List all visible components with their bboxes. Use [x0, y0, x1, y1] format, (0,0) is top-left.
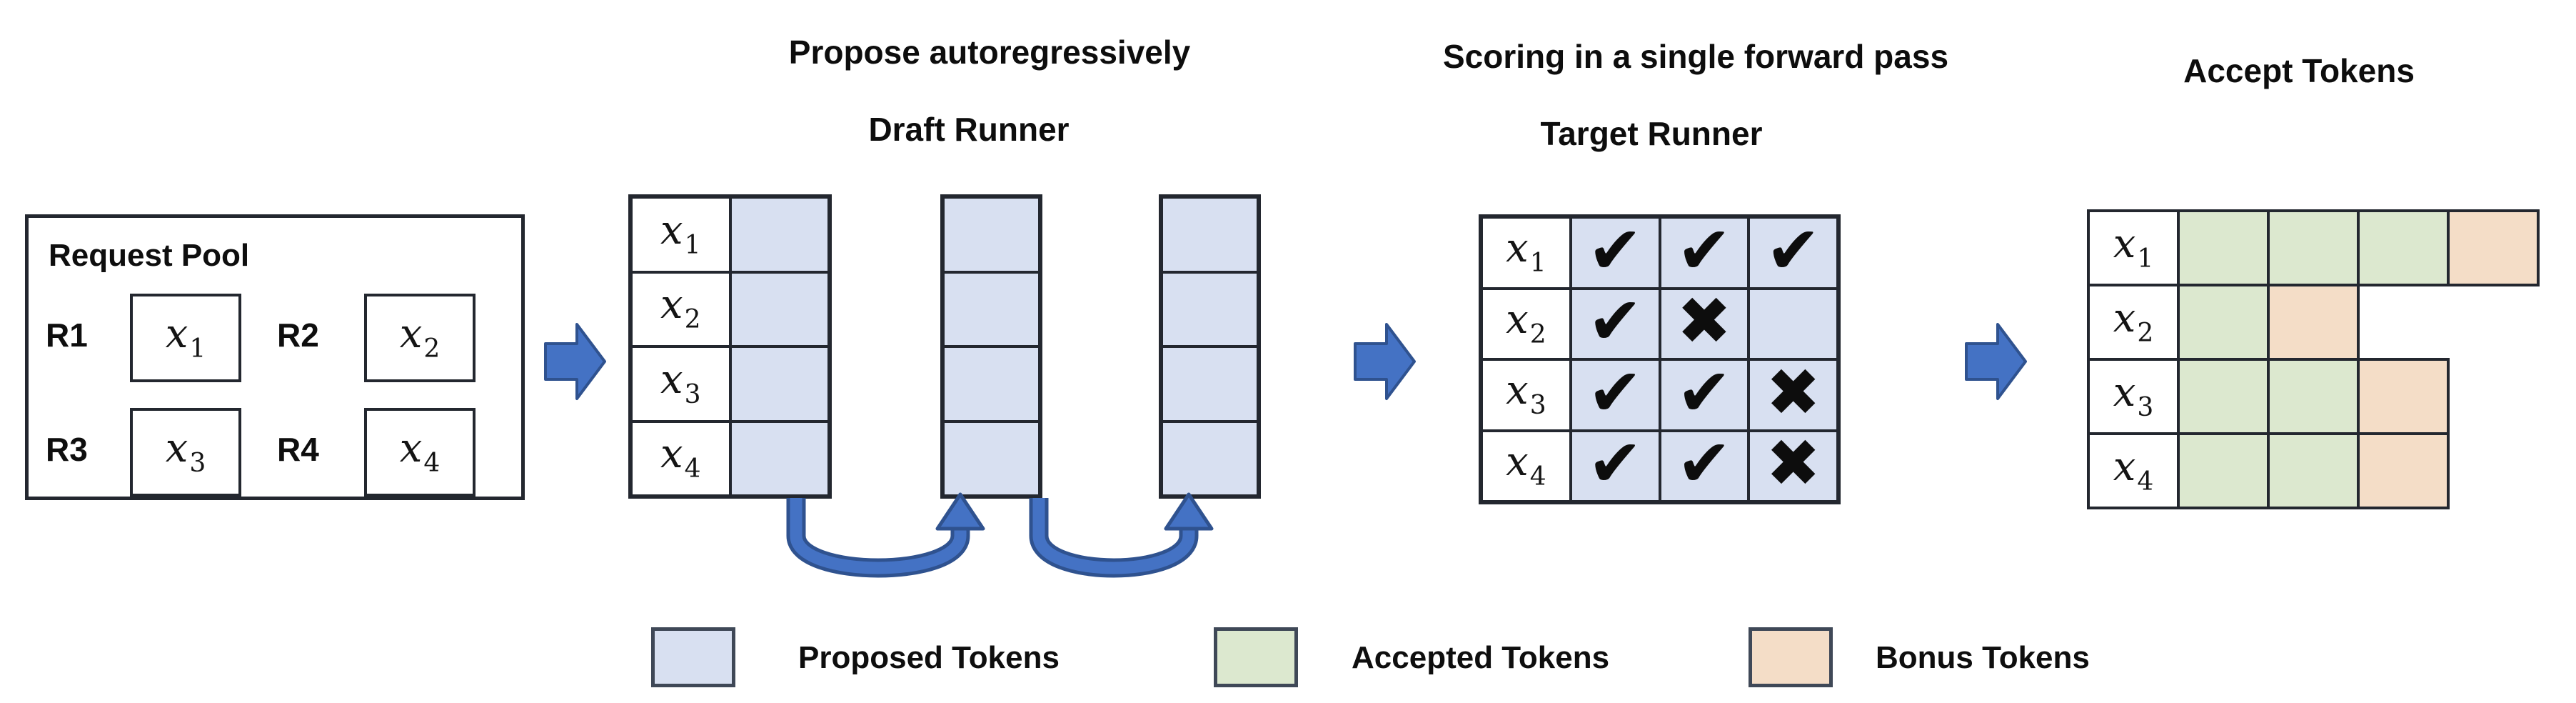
target-mark-r3c1: ✔: [1570, 359, 1660, 431]
request-token-box-r4: x4: [364, 408, 476, 497]
draft-row-label-x4: x4: [631, 421, 730, 496]
accept-row-label-x2: x2: [2087, 284, 2180, 361]
flow-arrow-draft-to-target: [1354, 323, 1416, 400]
legend-swatch-bonus-tokens: [1749, 627, 1833, 687]
draft-proposed-cell-r4c2: [943, 421, 1040, 496]
request-token-box-r3: x3: [130, 408, 241, 497]
accept-cell-r4c2: [2267, 432, 2360, 509]
target-row-label-x3: x3: [1481, 359, 1571, 431]
request-pool-box: Request Pool R1 x1 R2 x2 R3 x3 R4 x4: [25, 214, 525, 500]
draft-proposed-column-2: [940, 194, 1042, 499]
target-row-label-x2: x2: [1481, 288, 1571, 359]
legend-label-bonus-tokens: Bonus Tokens: [1876, 640, 2090, 675]
target-mark-r4c3: ✖: [1749, 430, 1838, 502]
target-mark-r4c1: ✔: [1570, 430, 1660, 502]
accept-cell-r1c4: [2447, 209, 2540, 286]
draft-row-label-x2: x2: [631, 271, 730, 346]
draft-row-label-x3: x3: [631, 346, 730, 422]
title-draft-runner: Draft Runner: [868, 111, 1070, 148]
accept-cell-r2c1: [2177, 284, 2270, 361]
draft-proposed-cell-r1c1: [730, 197, 829, 272]
title-propose-autoregressively: Propose autoregressively: [788, 34, 1191, 71]
target-mark-r3c3: ✖: [1749, 359, 1838, 431]
request-token-box-r2: x2: [364, 294, 476, 382]
accept-cell-r3c2: [2267, 358, 2360, 435]
loop-arrow-2: [1029, 492, 1214, 578]
target-mark-r2c3: [1749, 288, 1838, 359]
request-token-box-r1: x1: [130, 294, 241, 382]
accept-cell-r4c3: [2357, 432, 2450, 509]
accept-cell-r3c3: [2357, 358, 2450, 435]
accept-row-label-x3: x3: [2087, 358, 2180, 435]
accept-cell-r1c3: [2357, 209, 2450, 286]
loop-arrow-1: [786, 492, 985, 578]
accept-tokens-table: x1 x2 x3 x4: [2087, 209, 2544, 512]
target-mark-r1c1: ✔: [1570, 217, 1660, 289]
accept-cell-r1c1: [2177, 209, 2270, 286]
accept-cell-r1c2: [2267, 209, 2360, 286]
target-row-label-x4: x4: [1481, 430, 1571, 502]
autoregressive-loop-arrows: [786, 492, 1214, 578]
token-x2: x2: [399, 310, 441, 364]
accept-cell-r4c1: [2177, 432, 2270, 509]
target-mark-r2c2: ✖: [1659, 288, 1749, 359]
draft-proposed-cell-r4c3: [1162, 421, 1258, 496]
draft-proposed-cell-r3c3: [1162, 346, 1258, 422]
target-mark-r3c2: ✔: [1659, 359, 1749, 431]
target-runner-table: x1 ✔ ✔ ✔ x2 ✔ ✖ x3 ✔ ✔ ✖ x4 ✔ ✔ ✖: [1479, 214, 1841, 504]
draft-proposed-cell-r3c1: [730, 346, 829, 422]
title-accept-tokens: Accept Tokens: [2183, 52, 2415, 89]
draft-runner-table: x1 x2 x3 x4: [628, 194, 832, 499]
draft-proposed-cell-r4c1: [730, 421, 829, 496]
target-mark-r4c2: ✔: [1659, 430, 1749, 502]
request-pool-title: Request Pool: [49, 238, 250, 273]
flow-arrow-pool-to-draft: [544, 323, 606, 400]
accept-cell-r2c2: [2267, 284, 2360, 361]
legend-swatch-accepted-tokens: [1214, 627, 1298, 687]
draft-proposed-cell-r2c2: [943, 271, 1040, 346]
target-row-label-x1: x1: [1481, 217, 1571, 289]
request-label-r4: R4: [277, 431, 319, 468]
draft-proposed-cell-r2c3: [1162, 271, 1258, 346]
target-mark-r2c1: ✔: [1570, 288, 1660, 359]
draft-proposed-cell-r2c1: [730, 271, 829, 346]
token-x3: x3: [165, 424, 206, 478]
title-target-runner: Target Runner: [1540, 115, 1763, 152]
token-x1: x1: [165, 310, 206, 364]
target-mark-r1c2: ✔: [1659, 217, 1749, 289]
request-label-r2: R2: [277, 316, 319, 354]
legend-label-accepted-tokens: Accepted Tokens: [1352, 640, 1610, 675]
draft-proposed-cell-r1c2: [943, 197, 1040, 272]
accept-cell-r3c1: [2177, 358, 2270, 435]
title-scoring-forward-pass: Scoring in a single forward pass: [1442, 38, 1949, 75]
draft-proposed-cell-r3c2: [943, 346, 1040, 422]
request-label-r1: R1: [46, 316, 88, 354]
flow-arrow-target-to-accept: [1965, 323, 2027, 400]
legend-swatch-proposed-tokens: [651, 627, 735, 687]
request-label-r3: R3: [46, 431, 88, 468]
draft-proposed-cell-r1c3: [1162, 197, 1258, 272]
accept-row-label-x1: x1: [2087, 209, 2180, 286]
token-x4: x4: [399, 424, 441, 478]
target-mark-r1c3: ✔: [1749, 217, 1838, 289]
draft-row-label-x1: x1: [631, 197, 730, 272]
legend-label-proposed-tokens: Proposed Tokens: [798, 640, 1060, 675]
draft-proposed-column-3: [1159, 194, 1261, 499]
accept-row-label-x4: x4: [2087, 432, 2180, 509]
